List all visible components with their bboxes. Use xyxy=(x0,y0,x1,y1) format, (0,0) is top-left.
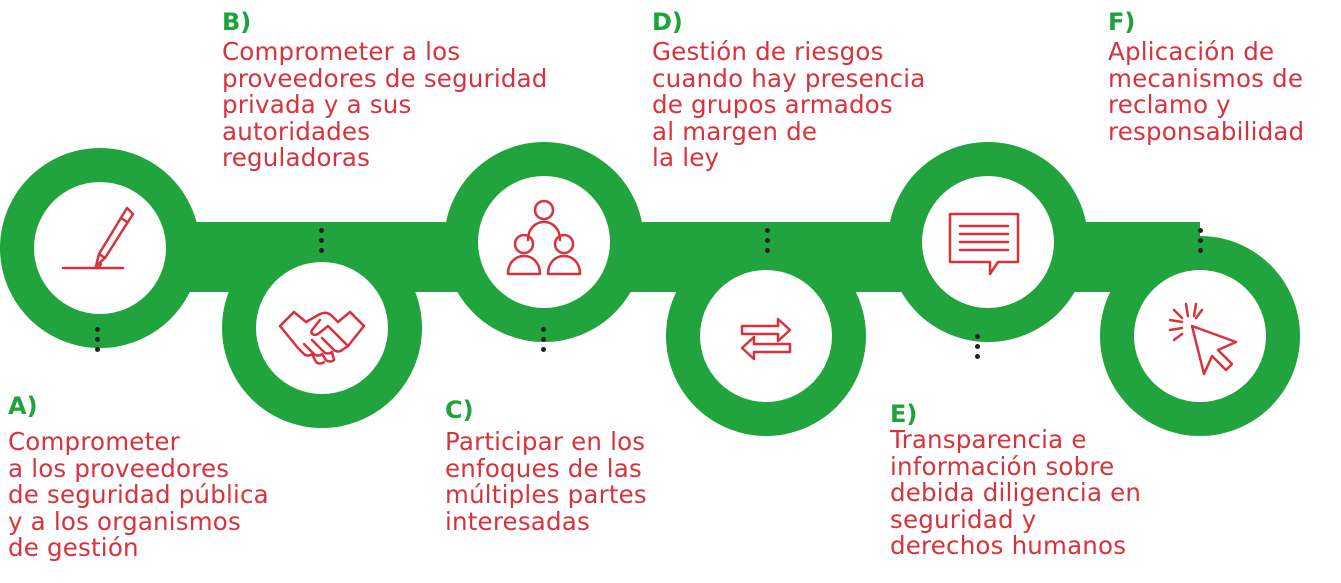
step-letter: F) xyxy=(1108,8,1136,36)
step-description: Gestión de riesgos cuando hay presencia … xyxy=(652,37,926,172)
step-letter: A) xyxy=(8,392,38,420)
connector-dots-e xyxy=(975,334,981,364)
pen-signature-icon xyxy=(61,206,135,270)
connector-dots-c xyxy=(541,327,547,357)
step-letter: B) xyxy=(222,8,252,36)
step-d: D) Gestión de riesgos cuando hay presenc… xyxy=(652,8,926,172)
exchange-arrows-icon xyxy=(740,317,792,361)
step-description: Comprometer a los proveedores de segurid… xyxy=(8,427,269,562)
chat-message-icon xyxy=(948,212,1020,276)
step-description: Transparencia e información sobre debida… xyxy=(890,425,1142,560)
chain-disc-d xyxy=(700,270,832,402)
step-letter: E) xyxy=(890,400,918,428)
chain-disc-b xyxy=(256,262,388,394)
step-b: B) Comprometer a los proveedores de segu… xyxy=(222,8,548,172)
cursor-click-icon xyxy=(1168,302,1238,376)
step-f: F) Aplicación de mecanismos de reclamo y… xyxy=(1108,8,1304,145)
connector-dots-d xyxy=(765,228,771,258)
connector-dots-f xyxy=(1198,228,1204,258)
chain-disc-f xyxy=(1134,270,1266,402)
connector-dots-a xyxy=(95,327,101,357)
step-description: Comprometer a los proveedores de segurid… xyxy=(222,37,548,172)
step-letter: C) xyxy=(445,396,474,424)
step-a: A) Comprometer a los proveedores de segu… xyxy=(8,392,269,562)
step-c: C) Participar en los enfoques de las múl… xyxy=(445,396,647,535)
step-letter: D) xyxy=(652,8,683,36)
step-description: Participar en los enfoques de las múltip… xyxy=(445,427,647,536)
connector-dots-b xyxy=(319,228,325,258)
step-description: Aplicación de mecanismos de reclamo y re… xyxy=(1108,37,1305,146)
step-e: E) Transparencia e información sobre deb… xyxy=(890,400,1141,560)
handshake-icon xyxy=(278,310,366,365)
group-people-icon xyxy=(506,199,582,276)
